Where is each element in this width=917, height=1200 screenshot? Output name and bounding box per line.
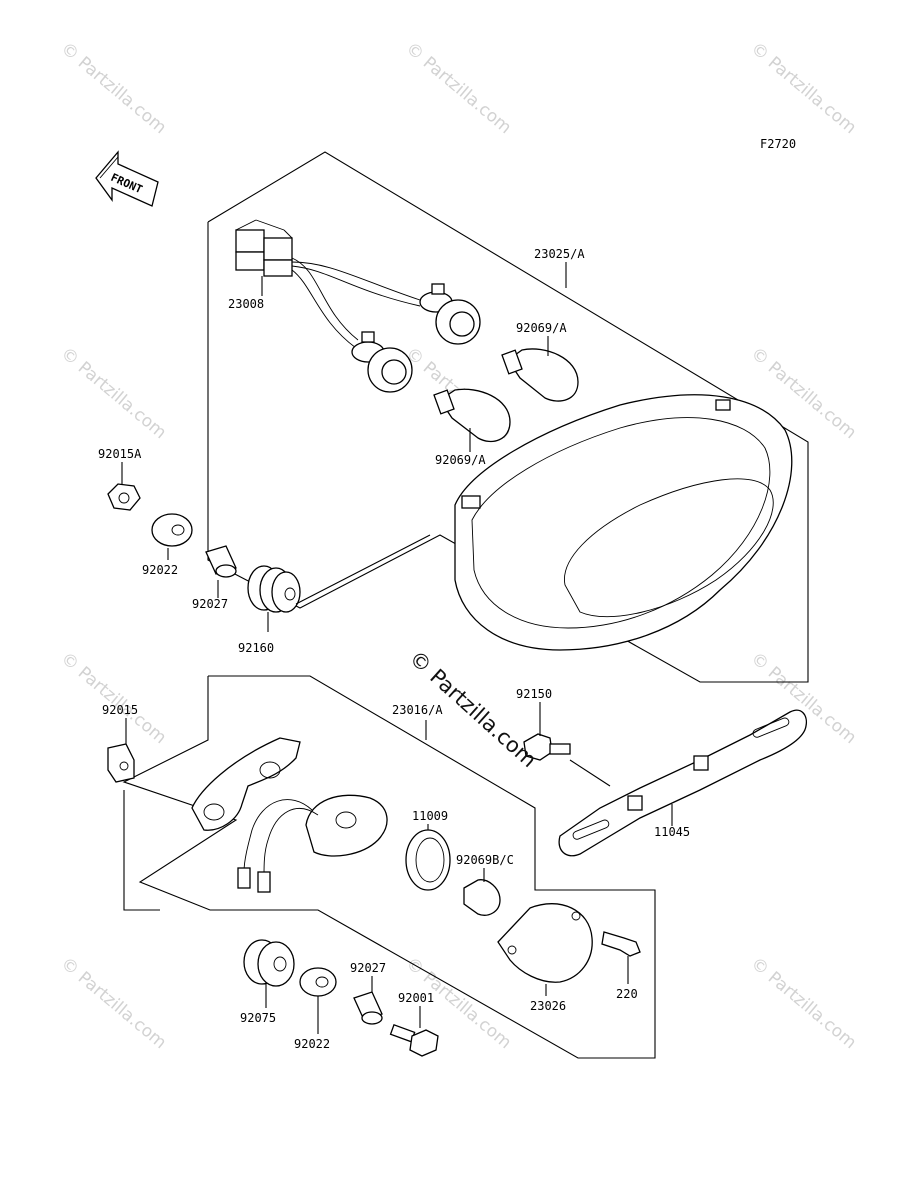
part-label: 92150 — [516, 687, 552, 701]
figure-code: F2720 — [760, 137, 796, 151]
watermark: © Partzilla.com — [402, 39, 515, 139]
part-label: 11009 — [412, 809, 448, 823]
seal-11009 — [405, 829, 451, 891]
bulb-icon — [501, 348, 579, 402]
part-label: 23026 — [530, 999, 566, 1013]
bolt-92001 — [389, 1023, 439, 1057]
lens-cover-23026 — [497, 903, 593, 983]
leader-line — [295, 534, 431, 605]
part-label: 92069/A — [435, 453, 486, 467]
bulb-icon — [463, 879, 501, 916]
bulb-socket — [419, 283, 481, 345]
washer-92022 — [151, 513, 193, 547]
license-lamp-bracket — [191, 737, 301, 831]
grommet-92075 — [243, 939, 295, 987]
nut-92015a — [107, 483, 141, 511]
part-label: 92015A — [98, 447, 142, 461]
part-label: 92160 — [238, 641, 274, 655]
upper-assembly-outline — [207, 151, 809, 683]
collar-92027 — [205, 545, 237, 578]
part-label: 92015 — [102, 703, 138, 717]
front-arrow-icon: FRONT — [95, 150, 159, 207]
collar-92027 — [353, 991, 383, 1025]
watermark: © Partzilla.com — [57, 344, 170, 444]
washer-92022 — [299, 967, 337, 997]
lower-assembly-outline — [122, 675, 656, 1059]
license-plate-bracket-11045 — [558, 709, 808, 857]
watermark: © Partzilla.com — [57, 649, 170, 749]
label-leaders — [121, 262, 673, 1034]
part-label: 92069B/C — [456, 853, 514, 867]
license-lamp-body — [237, 794, 388, 893]
bolt-92150 — [523, 733, 571, 761]
screw-220 — [601, 931, 641, 957]
part-label: 23025/A — [534, 247, 585, 261]
watermark: © Partzilla.com — [57, 39, 170, 139]
part-label: 92001 — [398, 991, 434, 1005]
part-label: 92027 — [192, 597, 228, 611]
watermark: © Partzilla.com — [57, 954, 170, 1054]
part-label: 11045 — [654, 825, 690, 839]
part-labels: 23008 23025/A 92069/A 92069/A 92015A 920… — [98, 247, 690, 1051]
bulb-socket — [351, 331, 413, 393]
part-label: 220 — [616, 987, 638, 1001]
part-label: 23008 — [228, 297, 264, 311]
part-label: 23016/A — [392, 703, 443, 717]
connector-23008 — [235, 219, 421, 349]
grommet-92160 — [247, 565, 301, 613]
part-label: 92075 — [240, 1011, 276, 1025]
watermark: © Partzilla.com — [747, 954, 860, 1054]
watermark: © Partzilla.com — [747, 39, 860, 139]
part-label: 92069/A — [516, 321, 567, 335]
part-label: 92022 — [294, 1037, 330, 1051]
bulb-icon — [433, 388, 511, 443]
part-label: 92022 — [142, 563, 178, 577]
clip-92015 — [107, 743, 135, 783]
tail-lamp-lens — [454, 394, 793, 651]
part-label: 92027 — [350, 961, 386, 975]
leader-line — [569, 759, 611, 787]
